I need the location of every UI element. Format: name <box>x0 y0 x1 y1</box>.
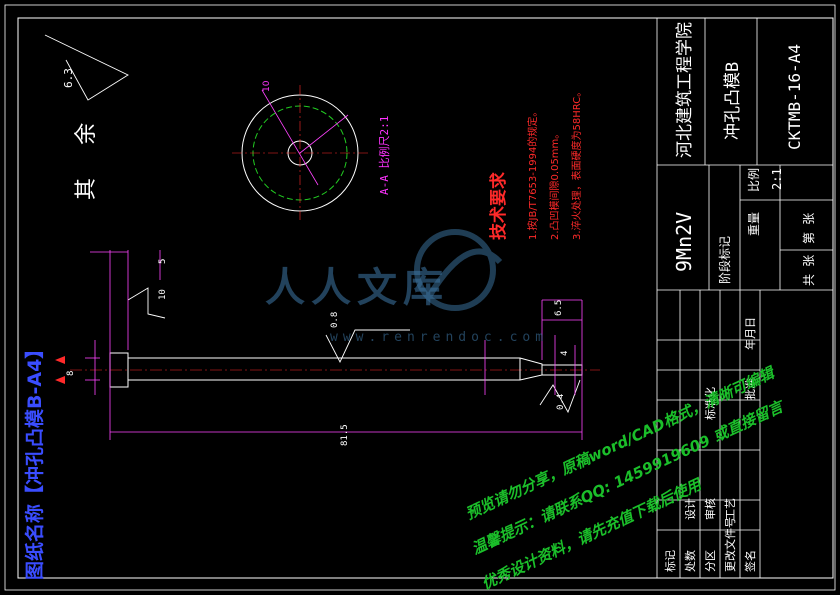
tech-req-item: 2.凸凹模间隙0.05mm。 <box>550 128 561 240</box>
tech-req-item: 3.淬火处理，表面硬度为58HRC。 <box>572 86 583 240</box>
dimension-lines <box>85 250 583 440</box>
section-label: A-A 比例尺2:1 <box>378 115 391 195</box>
dim-roughness-tip: 0.4 <box>556 393 566 410</box>
title-drawing-no: CKTMB-16-A4 <box>785 44 804 150</box>
punch-shank-outline <box>128 357 543 381</box>
punch-side-view <box>70 352 600 388</box>
red-arrow-marker <box>55 356 65 364</box>
title-sheets-total: 共 张 <box>802 254 816 286</box>
watermark-logo <box>414 229 503 311</box>
roughness-general-value: 6.3 <box>62 68 75 88</box>
watermark-url: www.renrendoc.com <box>330 330 549 345</box>
roughness-symbol-shank <box>325 329 410 364</box>
dim-small-dia: 4 <box>560 350 570 356</box>
red-arrow-marker-2 <box>55 376 65 384</box>
roughness-symbol-head <box>127 287 166 319</box>
watermark-logo-text: 人人文库 <box>265 265 449 311</box>
dim-tip-len: 6.5 <box>554 299 564 316</box>
dim-shank-dia: 8 <box>66 370 76 376</box>
title-weight-label: 重量 <box>747 211 761 236</box>
end-view <box>232 85 368 220</box>
outer-frame <box>4 4 836 591</box>
title-scale: 2:1 <box>770 168 784 190</box>
dim-head-dia: 10 <box>158 289 168 300</box>
dim-circle: 10 <box>262 80 272 92</box>
rev-header: 分区 <box>704 550 717 572</box>
roughness-symbol-tip <box>539 379 581 414</box>
rev-header: 更改文件号 <box>724 517 737 572</box>
title-material: 9Mn2V <box>672 211 696 272</box>
title-scale-label: 比例 <box>747 167 761 192</box>
title-block <box>656 18 833 578</box>
title-stage-label: 阶段标记 <box>718 235 732 284</box>
inner-frame <box>17 17 834 579</box>
drawing-name-label: 图纸名称【冲孔凸模B-A4】 <box>24 339 46 580</box>
rev-header: 年月日 <box>744 317 757 350</box>
title-sheet-no: 第 张 <box>802 212 816 244</box>
roughness-symbol-general <box>44 34 129 101</box>
circle-dim-leader-2 <box>299 114 349 154</box>
dim-head-len: 5 <box>158 258 168 264</box>
title-part-name: 冲孔凸模B <box>723 61 743 140</box>
title-school: 河北建筑工程学院 <box>675 22 695 158</box>
role-label: 审核 <box>704 498 717 520</box>
rev-header: 处数 <box>684 550 697 572</box>
dim-roughness-shank: 0.8 <box>330 311 340 328</box>
rev-header: 标记 <box>664 550 677 572</box>
dim-overall-length: 81.5 <box>340 424 350 446</box>
tech-req-title: 技术要求 <box>489 172 509 240</box>
tech-req-item: 1.按JB/T7653-1994的规定。 <box>528 106 539 240</box>
roughness-other-label: 其 余 <box>74 112 99 200</box>
rev-header: 签名 <box>744 550 757 572</box>
role-label: 工艺 <box>724 498 737 520</box>
circle-dim-leader <box>261 89 319 186</box>
